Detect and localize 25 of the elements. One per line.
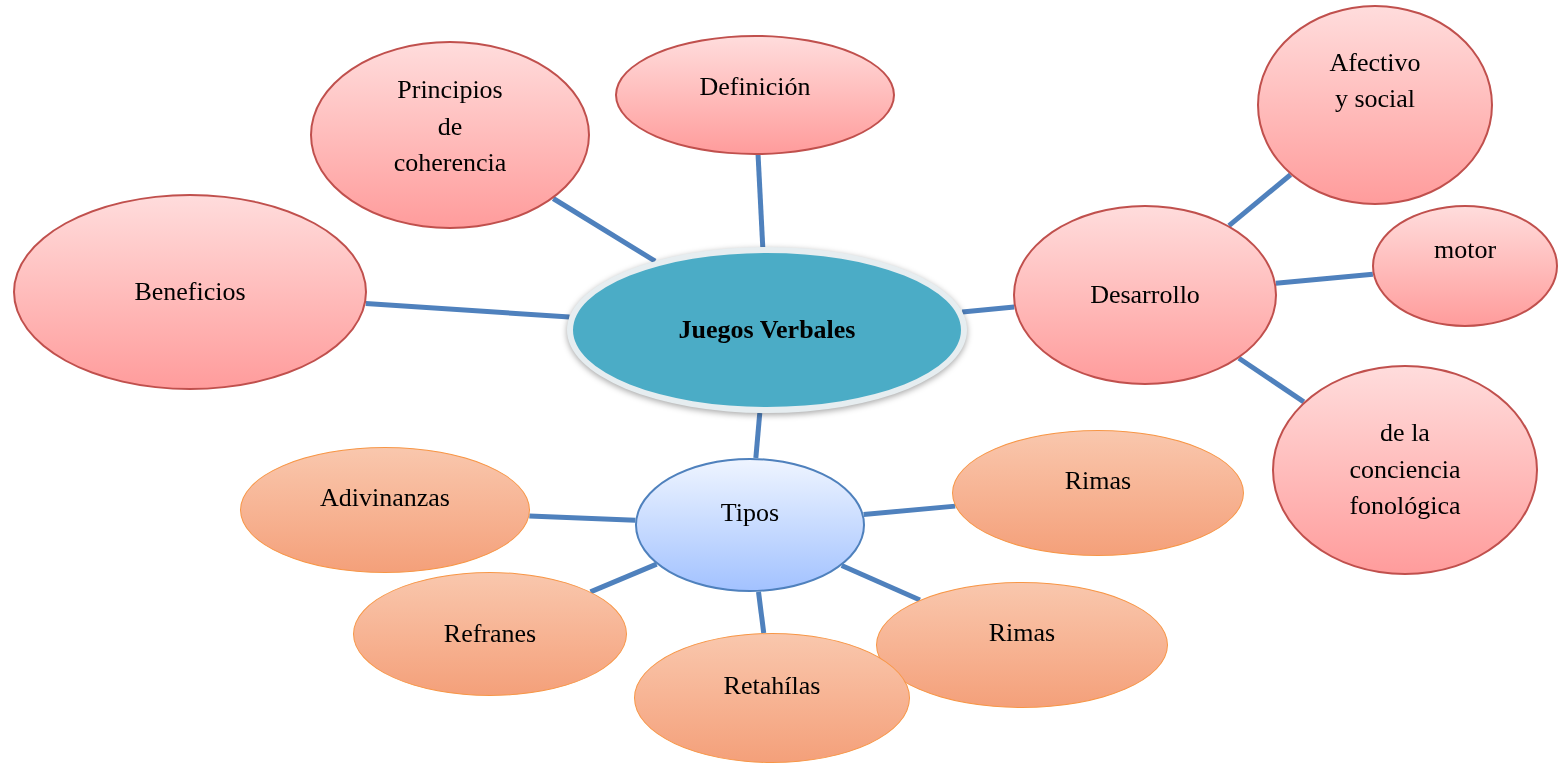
- node-text: Adivinanzas: [320, 481, 450, 514]
- node-text: de la conciencia fonológica: [1348, 417, 1462, 523]
- node-text: Refranes: [443, 617, 537, 650]
- node-text: Rimas: [1064, 464, 1132, 497]
- node-text: Retahílas: [723, 669, 821, 702]
- node-text: Beneficios: [134, 275, 246, 308]
- node-text: motor: [1433, 233, 1497, 266]
- node-text: Afectivo y social: [1329, 46, 1421, 115]
- connector-line: [840, 563, 921, 603]
- node-text: Rimas: [988, 616, 1056, 649]
- connector-line: [755, 154, 766, 248]
- node-text: Juegos Verbales: [678, 313, 856, 346]
- node-text: Definición: [699, 70, 811, 103]
- connector-line: [1275, 271, 1374, 286]
- connector-line: [1227, 172, 1293, 228]
- connector-line: [753, 412, 763, 459]
- connector-line: [365, 301, 570, 320]
- connector-line: [551, 196, 657, 264]
- node-text: Desarrollo: [1090, 278, 1200, 311]
- connector-line: [529, 513, 636, 523]
- connector-line: [863, 503, 956, 518]
- node-text: Principios de coherencia: [393, 74, 507, 180]
- connector-line: [1237, 356, 1306, 404]
- node-text: Tipos: [720, 496, 780, 529]
- connector-line: [756, 591, 767, 634]
